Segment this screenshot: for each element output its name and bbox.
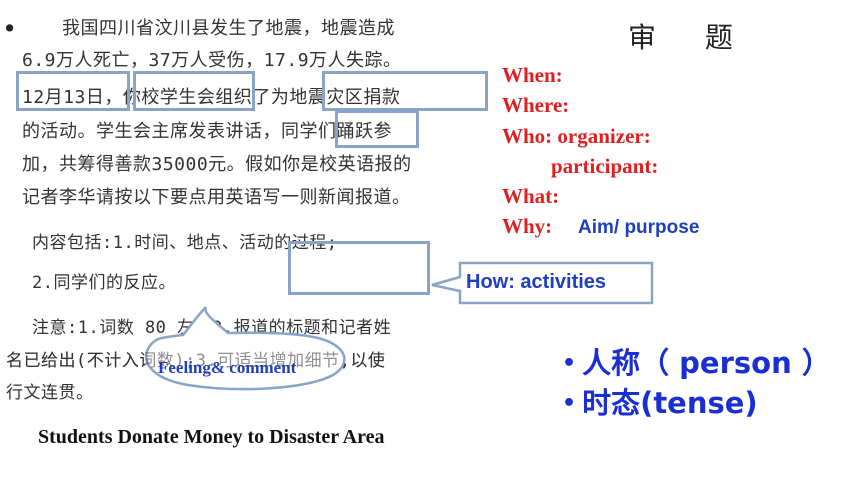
question-participant: participant: (551, 154, 659, 178)
highlight-box-participants (335, 110, 419, 148)
point-tense-text: 时态(tense) (582, 386, 758, 420)
point-bullet: • (562, 351, 577, 376)
review-heading: 审 题 (628, 21, 753, 54)
passage-line-8: 2.同学们的反应。 (32, 273, 176, 293)
question-who: Who: organizer: (502, 124, 651, 148)
point-person-text: 人称（ person ） (582, 346, 831, 380)
passage-line-11: 行文连贯。 (6, 383, 94, 403)
passage-line-6: 记者李华请按以下要点用英语写一则新闻报道。 (22, 187, 411, 208)
highlight-box-organizer (133, 71, 255, 111)
question-where: Where: (502, 93, 570, 117)
highlight-box-date (16, 71, 130, 111)
passage-line-4: 的活动。学生会主席发表讲话，同学们踊跃参 (22, 121, 392, 142)
passage-line-3: 12月13日，你校学生会组织了为地震灾区捐款 (22, 87, 401, 108)
question-why: Why: (502, 214, 553, 238)
point-person: •人称（ person ） (562, 340, 831, 382)
question-what: What: (502, 184, 560, 208)
how-callout-label: How: activities (466, 271, 607, 293)
why-answer: Aim/ purpose (578, 217, 700, 238)
how-callout-shape (431, 261, 654, 305)
feeling-callout-label: Feeling& comment (158, 358, 297, 377)
passage-line-2: 6.9万人死亡，37万人受伤，17.9万人失踪。 (22, 50, 402, 71)
point-tense: •时态(tense) (562, 380, 758, 422)
passage-line-10-overlay: 名已给出(不计入词数);3.可适当增加细节,以使 (6, 351, 386, 371)
news-title: Students Donate Money to Disaster Area (38, 426, 385, 448)
point-bullet: • (562, 391, 577, 416)
passage-line-5: 加，共筹得善款35000元。假如你是校英语报的 (22, 154, 412, 175)
passage-line-1: 我国四川省汶川县发生了地震，地震造成 (62, 18, 395, 39)
feeling-callout-shape (144, 306, 346, 391)
question-when: When: (502, 63, 563, 87)
bullet-mark: ● (6, 20, 14, 34)
passage-line-7: 内容包括:1.时间、地点、活动的过程; (32, 233, 338, 253)
highlight-box-event (322, 71, 488, 111)
highlight-box-activity (288, 241, 430, 295)
